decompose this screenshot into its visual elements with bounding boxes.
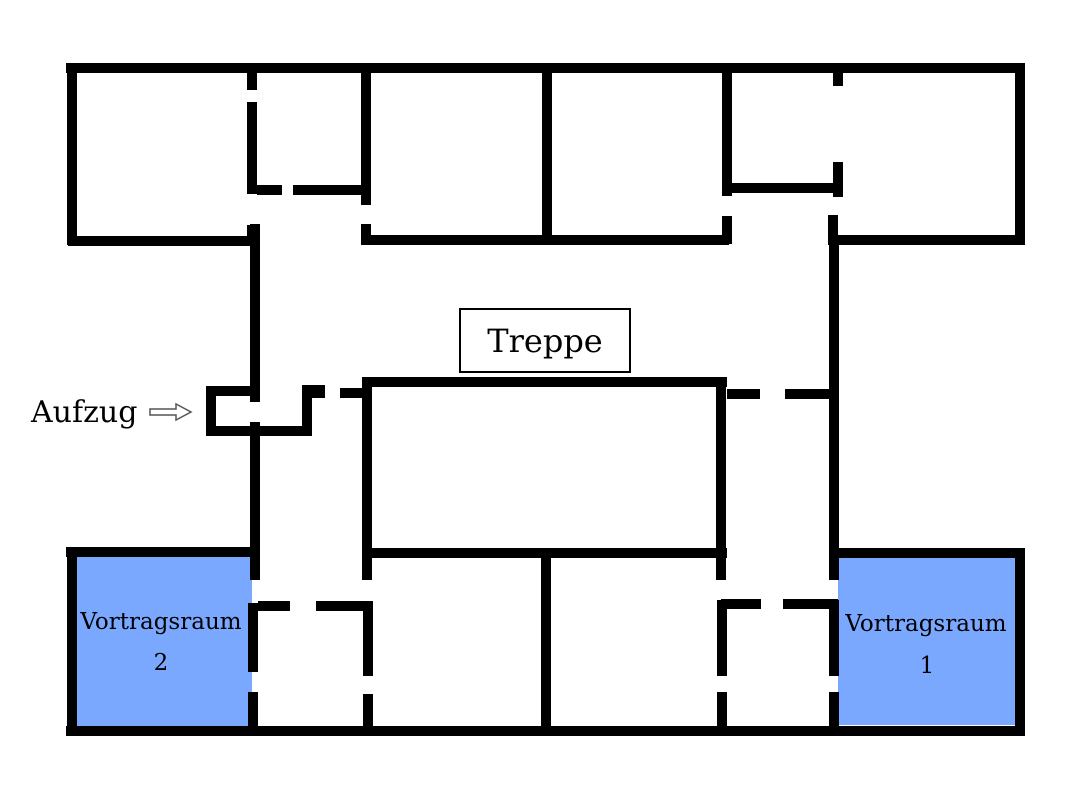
room-1-label-line2: 1 [920, 653, 935, 679]
stairs-label: Treppe [487, 322, 602, 360]
room-vortragsraum-2[interactable] [72, 555, 252, 727]
room-2-label-line1: Vortragsraum [79, 609, 241, 635]
walls [66, 63, 1025, 736]
elevator-shaft[interactable] [206, 385, 325, 436]
room-vortragsraum-1[interactable] [838, 555, 1020, 725]
arrow-right-outline-icon [149, 402, 193, 422]
stairs-label-box[interactable]: Treppe [459, 308, 631, 373]
room-2-label-line2: 2 [154, 650, 169, 676]
elevator-label: Aufzug [30, 395, 137, 430]
room-1-label-line1: Vortragsraum [844, 611, 1006, 637]
